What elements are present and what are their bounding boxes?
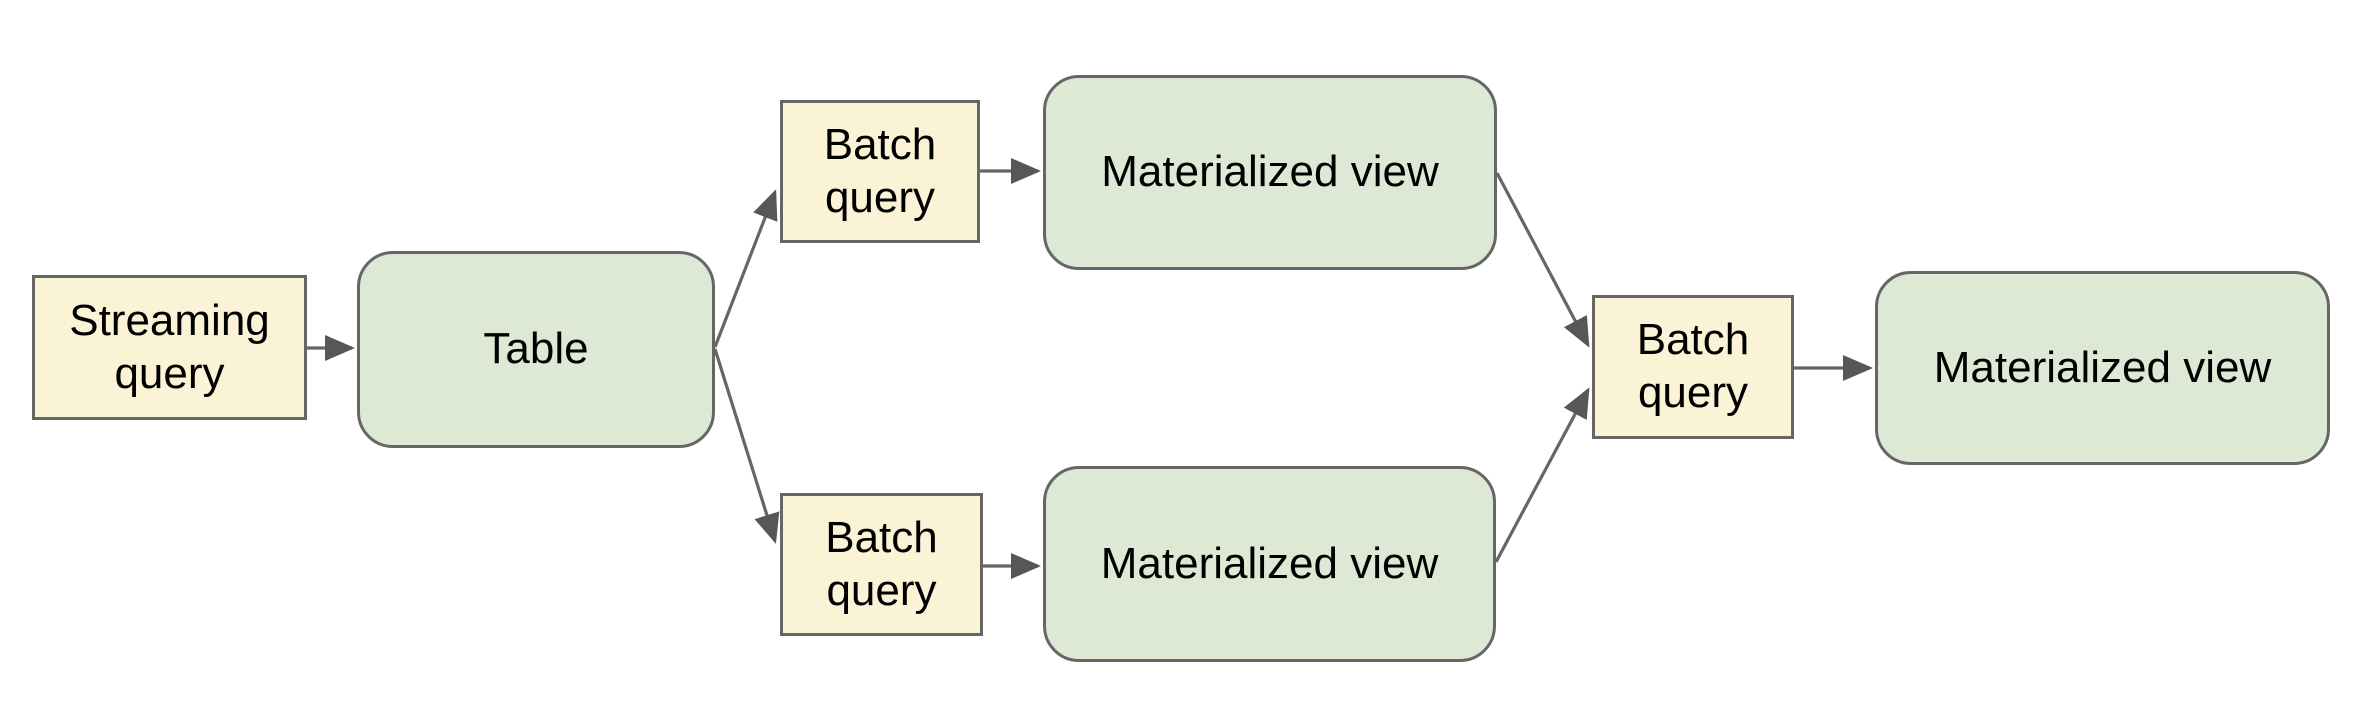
node-batch-query-merge-label: Batch query	[1636, 315, 1750, 417]
node-batch-query-top: Batch query	[780, 100, 980, 243]
node-materialized-view-final-label: Materialized view	[1933, 342, 2272, 392]
node-table: Table	[357, 251, 715, 448]
node-batch-query-top-label: Batch query	[823, 119, 937, 222]
node-materialized-view-top: Materialized view	[1043, 75, 1497, 270]
node-batch-query-bottom-label: Batch query	[825, 512, 938, 615]
node-materialized-view-top-label: Materialized view	[1101, 147, 1439, 197]
edge-materialized-view-bottom-to-batch-query-merge-arrow	[1494, 387, 1590, 563]
node-batch-query-merge: Batch query	[1592, 295, 1794, 439]
node-streaming-query-label: Streaming query	[69, 295, 270, 398]
node-materialized-view-bottom-label: Materialized view	[1100, 538, 1439, 588]
node-materialized-view-bottom: Materialized view	[1043, 466, 1496, 662]
edge-table-to-batch-query-top-arrow	[713, 189, 778, 348]
node-streaming-query: Streaming query	[32, 275, 307, 420]
edge-materialized-view-top-to-batch-query-merge-arrow	[1495, 172, 1590, 348]
node-materialized-view-final: Materialized view	[1875, 271, 2330, 465]
node-table-label: Table	[483, 324, 589, 374]
node-batch-query-bottom: Batch query	[780, 493, 983, 636]
edge-table-to-batch-query-bottom-arrow	[713, 348, 780, 544]
